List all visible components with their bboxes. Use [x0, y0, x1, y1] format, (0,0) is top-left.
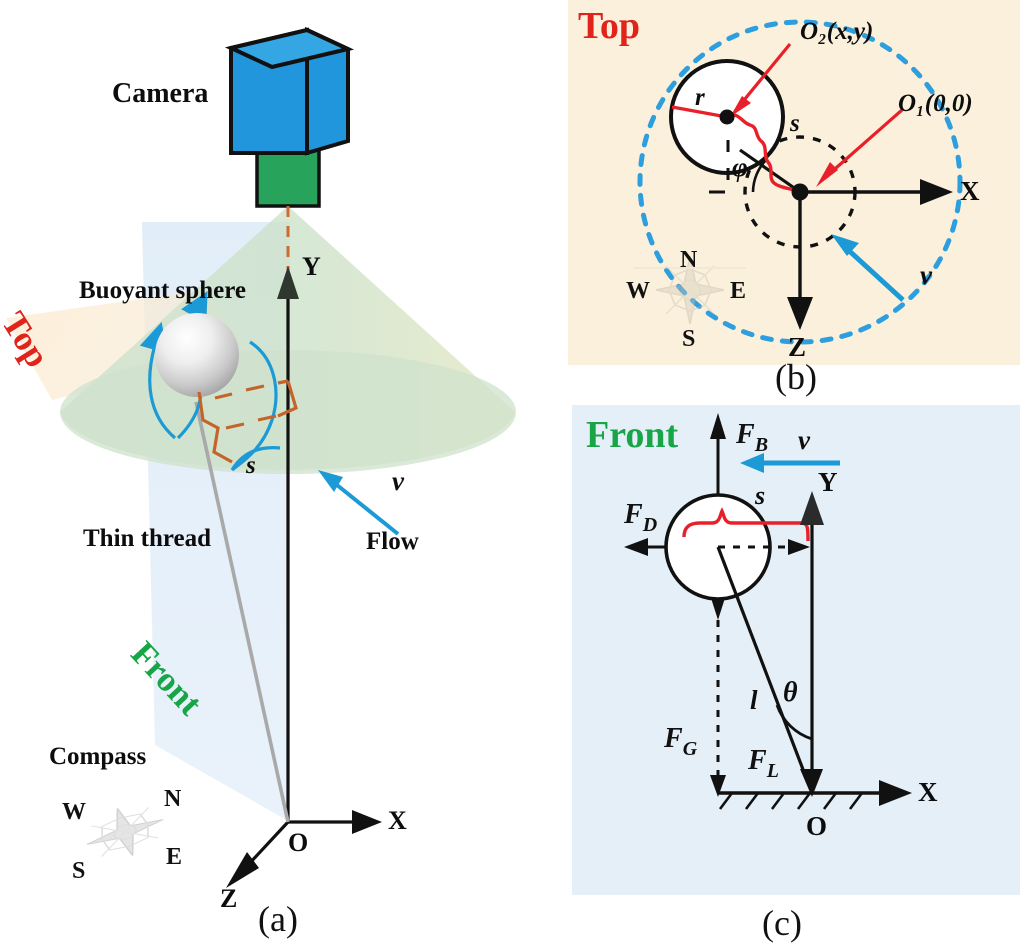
sphere-center-annotation: O₂(x,y)	[800, 18, 874, 45]
axis-x-b	[800, 179, 953, 205]
axis-label-x-b: X	[960, 176, 980, 206]
outer-dashed-circle	[637, 19, 963, 345]
velocity-annotation-c: v	[798, 425, 810, 455]
origin-annotation: O₁(0,0)	[898, 90, 973, 117]
thread-length-annotation: l	[750, 685, 758, 715]
compass-label-n-b: N	[680, 247, 698, 273]
force-gravity-symbol: F	[664, 723, 683, 754]
axis-label-origin-c: O	[806, 811, 828, 841]
force-tension-subscript: L	[766, 760, 779, 782]
gravity-arrowhead	[711, 598, 725, 620]
radius-line	[671, 105, 728, 119]
flow-label: Flow	[366, 528, 419, 555]
panel-a: Camera Buoyant sphere Thin thread Compas…	[0, 26, 516, 939]
reference-ticks	[709, 140, 730, 194]
displacement-annotation-c: s	[755, 481, 766, 510]
theta-angle-annotation: θ	[783, 677, 798, 708]
displacement-path-s	[726, 113, 801, 194]
force-drag-subscript: D	[642, 514, 658, 536]
axis-label-y-c: Y	[818, 467, 838, 497]
phi-angle-annotation: φ	[732, 152, 748, 182]
displacement-annotation-b: s	[790, 110, 800, 137]
compass-label-s-b: S	[682, 326, 696, 352]
compass-rose-a	[86, 807, 164, 857]
velocity-annotation-b: v	[920, 260, 932, 290]
force-buoyancy-symbol: F	[736, 419, 755, 450]
s-dashed-line	[718, 539, 810, 555]
compass-label-e-a: E	[166, 844, 183, 870]
panel-c-caption: (c)	[762, 903, 802, 943]
compass-label-n-a: N	[164, 786, 182, 812]
thin-thread-label: Thin thread	[83, 525, 212, 552]
displacement-symbol-a: s	[246, 452, 256, 479]
o1-leader-arrow	[816, 108, 904, 187]
axis-label-z-a: Z	[220, 884, 238, 913]
panel-c: Front FB FD FG FL v s l θ Y X O	[572, 405, 1020, 895]
velocity-arrow-c	[740, 453, 840, 473]
thin-thread-line	[194, 401, 290, 823]
compass-label-s-a: S	[72, 858, 86, 884]
velocity-arrow-b	[831, 234, 905, 302]
panel-c-view-label: Front	[586, 414, 679, 456]
axis-y	[277, 266, 299, 822]
panel-a-caption: (a)	[258, 899, 298, 939]
axis-y-c	[800, 491, 824, 793]
force-buoyancy-subscript: B	[754, 434, 769, 456]
flow-arrow	[318, 470, 400, 536]
axis-label-x-a: X	[388, 806, 407, 835]
buoyant-sphere	[155, 313, 239, 397]
axis-x-c	[718, 780, 912, 806]
compass-label-e-b: E	[730, 278, 747, 304]
compass-label: Compass	[49, 743, 147, 770]
tension-arrowhead	[800, 769, 823, 797]
panel-b: Top O₂(x,y) O₁(0,0) r s φ v X Z N W E S	[568, 0, 1020, 365]
compass-label-w-b: W	[626, 278, 650, 304]
axis-label-origin-a: O	[288, 828, 309, 857]
panel-b-caption: (b)	[775, 357, 817, 397]
force-drag-label: FD	[624, 499, 657, 536]
axis-z	[226, 820, 290, 888]
panel-b-view-label: Top	[578, 5, 640, 47]
force-tension-label: FL	[748, 745, 779, 782]
velocity-symbol-a: v	[392, 466, 404, 496]
theta-angle-arc	[775, 704, 813, 741]
radius-annotation: r	[695, 84, 705, 111]
force-drag-symbol: F	[624, 499, 643, 530]
origin-dot-b	[791, 183, 809, 201]
axis-label-y-a: Y	[302, 252, 321, 281]
thread-line-l	[716, 546, 814, 794]
ground-hatching	[718, 792, 864, 810]
gravity-arrowhead-2	[710, 775, 726, 797]
o2-leader-arrow	[730, 42, 792, 117]
compass-label-w-a: W	[62, 799, 86, 825]
displacement-marker-s	[197, 379, 298, 464]
compass-rose-b	[634, 255, 746, 325]
axis-x	[288, 810, 382, 834]
sphere-center-dot	[719, 109, 735, 125]
buoyant-sphere-label: Buoyant sphere	[79, 277, 246, 304]
force-tension-symbol: F	[748, 745, 767, 776]
camera-label: Camera	[112, 78, 209, 109]
axis-z-b	[787, 192, 813, 330]
force-buoyancy-label: FB	[736, 419, 768, 456]
camera	[224, 26, 355, 208]
axis-label-x-c: X	[918, 777, 938, 807]
axis-label-z-b: Z	[788, 332, 807, 362]
phi-angle-arc	[751, 158, 768, 193]
force-gravity-subscript: G	[682, 738, 698, 760]
force-gravity-label: FG	[664, 723, 697, 760]
